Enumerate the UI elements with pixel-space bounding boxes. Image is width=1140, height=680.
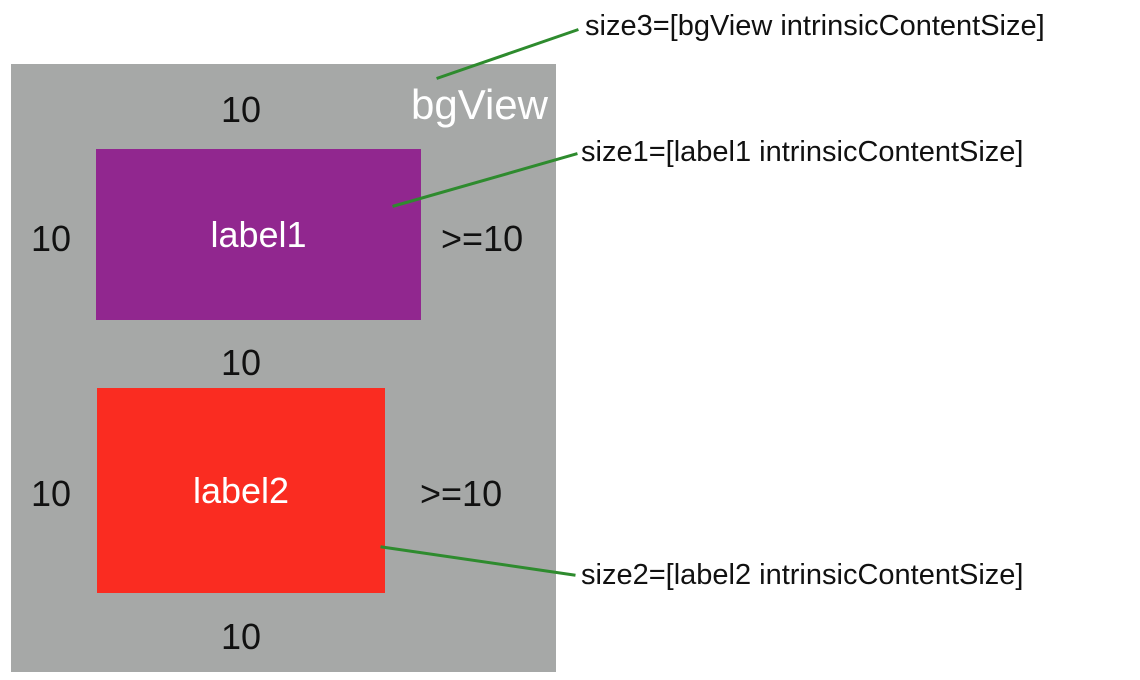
bg-view-container: bgView 10 10 >=10 label1 10 10 >=10 labe…: [11, 64, 556, 672]
label1-box: label1: [96, 149, 421, 320]
top-margin-label: 10: [221, 89, 262, 130]
label1-text: label1: [210, 213, 307, 255]
size1-connector: [392, 152, 578, 208]
label-gap-margin: 10: [221, 342, 262, 383]
size1-annotation: size1=[label1 intrinsicContentSize]: [581, 136, 1024, 168]
label1-right-margin: >=10: [441, 218, 524, 259]
size2-annotation: size2=[label2 intrinsicContentSize]: [581, 559, 1024, 591]
label1-left-margin: 10: [31, 218, 72, 259]
label2-box: label2: [97, 388, 385, 593]
size3-connector: [436, 28, 579, 80]
label2-left-margin: 10: [31, 473, 72, 514]
bg-view-title: bgView: [411, 81, 548, 128]
size2-connector: [380, 545, 576, 577]
label2-text: label2: [192, 469, 290, 511]
bottom-margin-label: 10: [221, 616, 262, 657]
size3-annotation: size3=[bgView intrinsicContentSize]: [585, 10, 1045, 42]
label2-right-margin: >=10: [420, 473, 503, 514]
